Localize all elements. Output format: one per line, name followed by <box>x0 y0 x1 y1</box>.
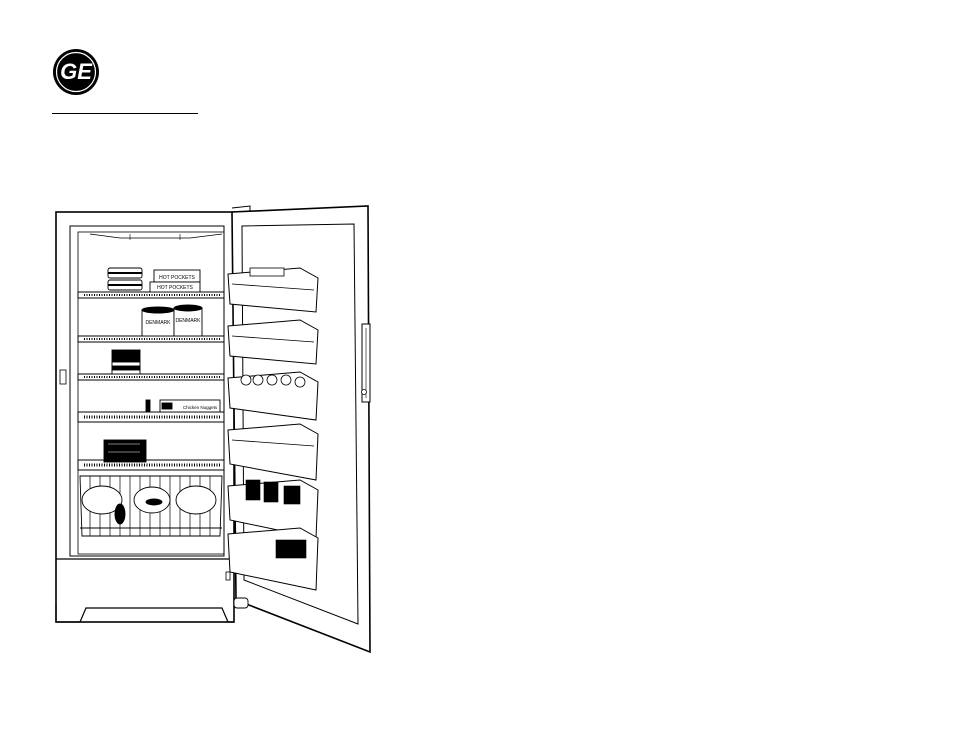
package-label: DENMARK <box>145 320 171 326</box>
ge-logo-text: GE <box>60 59 93 84</box>
upright-freezer-icon: HOT POCKETS HOT POCKETS DENMARK DENMARK … <box>50 204 375 660</box>
package-label: HOT POCKETS <box>159 275 195 281</box>
ge-logo: GE <box>52 48 100 96</box>
freezer-illustration: HOT POCKETS HOT POCKETS DENMARK DENMARK … <box>50 204 375 660</box>
header-rule <box>52 113 198 114</box>
package-label: HOT POCKETS <box>157 285 193 291</box>
package-label: DENMARK <box>175 318 201 324</box>
ge-logo-icon: GE <box>52 48 100 96</box>
basket <box>80 476 222 536</box>
package-label: Chicken Nuggets <box>183 405 218 410</box>
